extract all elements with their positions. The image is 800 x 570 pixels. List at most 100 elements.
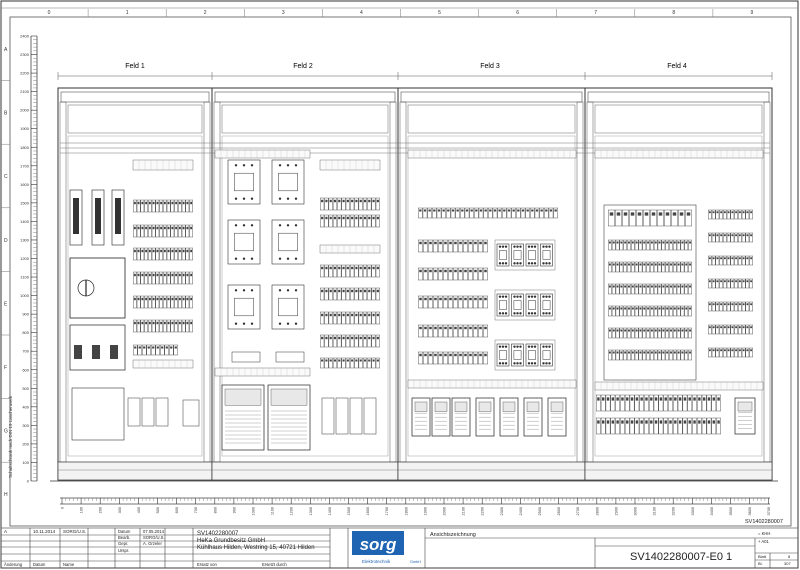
module-contact xyxy=(134,346,137,349)
module-contact xyxy=(138,346,141,349)
contactor-screw xyxy=(542,312,545,315)
contactor-screw xyxy=(516,345,519,348)
horizontal-scale-tick-label: 0 xyxy=(61,507,65,509)
module-contact xyxy=(735,211,738,214)
horizontal-scale-tick-label: 700 xyxy=(194,507,198,513)
module-contact xyxy=(167,249,170,253)
terminal-module xyxy=(159,295,163,309)
terminal-module xyxy=(734,301,738,312)
terminal-module xyxy=(320,357,325,369)
module-contact xyxy=(363,266,367,270)
module-contact xyxy=(628,329,630,332)
terminal-module xyxy=(669,283,673,295)
module-contact xyxy=(630,420,634,424)
terminal-module xyxy=(155,224,160,238)
module-contact xyxy=(338,313,341,317)
contactor-screw xyxy=(501,362,505,365)
terminal-module xyxy=(684,239,689,251)
terminal-module xyxy=(443,239,448,253)
module-contact xyxy=(746,234,749,237)
terminal-module xyxy=(428,324,433,338)
terminal-module xyxy=(144,295,148,309)
module-contact xyxy=(612,241,615,244)
terminal-module xyxy=(676,239,681,251)
module-contact xyxy=(654,351,657,354)
module-contact xyxy=(351,216,354,220)
terminal-module xyxy=(341,197,346,211)
contactor-face xyxy=(513,350,522,360)
module-contact xyxy=(133,321,136,325)
terminal-module xyxy=(328,334,333,348)
module-contact xyxy=(742,257,745,260)
terminal-module xyxy=(520,207,526,219)
mounting-plate xyxy=(594,135,763,457)
module-contact xyxy=(698,420,701,424)
terminal-module xyxy=(615,305,620,317)
terminal-module xyxy=(320,311,325,325)
module-contact xyxy=(372,199,375,203)
terminal-module xyxy=(734,255,738,266)
contactor-face xyxy=(234,297,254,317)
label-rev-date: Datum xyxy=(33,562,46,567)
column-index-label: 5 xyxy=(438,10,441,16)
terminal-module xyxy=(332,287,338,301)
terminal-module xyxy=(151,271,156,285)
contactor-screw xyxy=(286,257,290,260)
terminal-module xyxy=(749,324,753,335)
contactor-screw xyxy=(527,245,531,248)
contactor-screw xyxy=(545,262,548,265)
terminal-module xyxy=(680,349,685,361)
module-contact xyxy=(608,241,611,244)
terminal-module xyxy=(634,349,639,361)
module-contact xyxy=(554,209,557,212)
right-upright xyxy=(576,101,584,463)
module-contact xyxy=(677,351,680,354)
contactor-screw xyxy=(498,295,502,298)
label-rev-name: Name xyxy=(63,562,75,567)
module-contact xyxy=(342,336,345,340)
terminal-module xyxy=(711,394,717,412)
module-contact xyxy=(738,257,741,260)
module-contact xyxy=(738,303,741,306)
module-contact xyxy=(693,420,696,424)
column-index-label: 0 xyxy=(48,10,51,16)
horizontal-scale-tick-label: 1900 xyxy=(423,507,427,515)
module-contact xyxy=(459,241,462,245)
terminal-module xyxy=(741,324,746,335)
terminal-module xyxy=(723,209,727,220)
fuse-link xyxy=(73,198,79,234)
column-index-label: 6 xyxy=(516,10,519,16)
terminal-module xyxy=(653,394,659,412)
terminal-module xyxy=(362,357,368,369)
module-contact xyxy=(346,289,349,293)
contactor-screw xyxy=(250,289,254,292)
terminal-module xyxy=(716,417,721,435)
horizontal-scale-tick-label: 500 xyxy=(156,507,160,513)
vertical-scale-tick-label: 1400 xyxy=(20,219,30,224)
terminal-module xyxy=(673,327,677,339)
module-contact xyxy=(597,420,600,424)
terminal-module xyxy=(639,417,644,435)
module-contact xyxy=(685,351,688,354)
module-contact xyxy=(735,257,738,260)
horizontal-scale-tick-label: 1500 xyxy=(347,507,351,515)
contactor xyxy=(496,243,510,267)
terminal-module xyxy=(684,261,689,273)
module-contact xyxy=(750,211,753,214)
terminal-module xyxy=(684,283,689,295)
terminal-module xyxy=(367,334,372,348)
terminal-module xyxy=(657,283,662,295)
column-index-label: 8 xyxy=(672,10,675,16)
terminal-module xyxy=(136,247,141,261)
terminal-module xyxy=(320,197,325,211)
terminal-module xyxy=(726,278,731,289)
module-contact xyxy=(685,285,688,288)
terminal-module xyxy=(716,394,721,412)
terminal-module xyxy=(473,267,478,281)
module-contact xyxy=(351,199,354,203)
module-contact xyxy=(321,336,324,340)
module-contact xyxy=(419,353,422,357)
module-contact xyxy=(190,273,193,277)
module-contact xyxy=(643,241,646,244)
module-contact xyxy=(628,241,630,244)
